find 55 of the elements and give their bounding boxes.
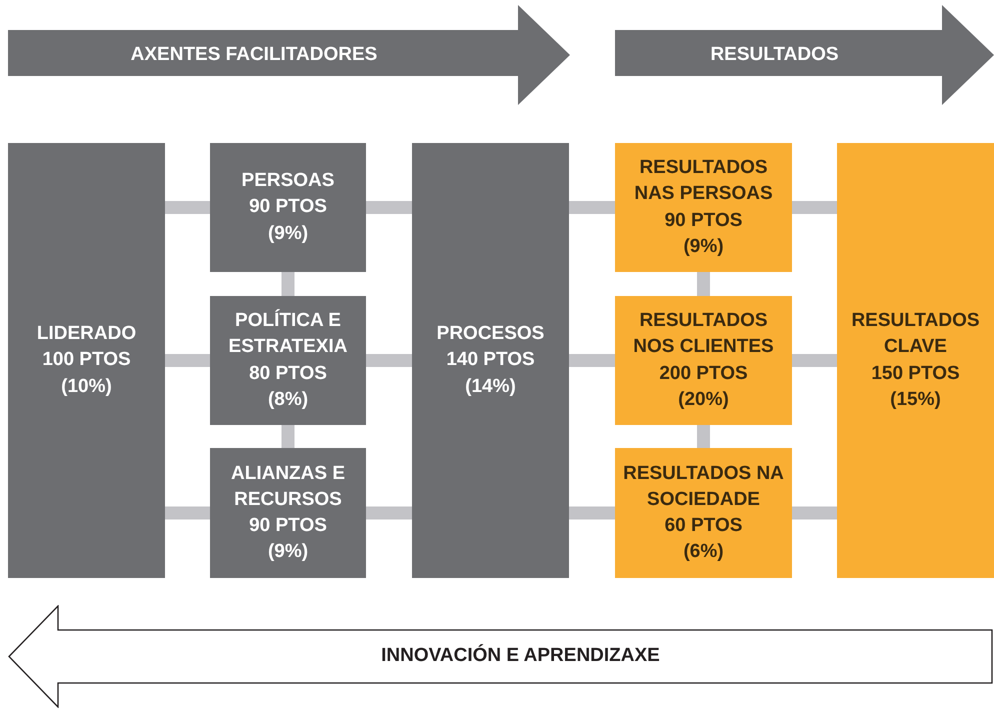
result-box: [615, 296, 792, 425]
connector-bar: [569, 506, 615, 520]
connector-bar: [366, 354, 412, 367]
points-value: 100 PTOS: [42, 348, 131, 372]
result-box: [837, 143, 994, 578]
result-box: [615, 448, 792, 578]
node-title: PROCESOS: [436, 322, 544, 346]
percent-value: (9%): [268, 540, 308, 564]
connector-bar: [366, 506, 412, 520]
node-title: ALIANZAS E RECURSOS: [230, 462, 346, 512]
connector-bar: [569, 201, 615, 214]
connector-bar: [165, 506, 210, 520]
connector-bar: [282, 272, 294, 296]
connector-bar: [792, 201, 837, 214]
connector-bar: [697, 272, 710, 296]
percent-value: (10%): [61, 374, 112, 399]
points-value: 90 PTOS: [249, 195, 327, 220]
node-title: RESULTADOS CLAVE: [850, 309, 981, 360]
percent-value: (20%): [678, 388, 729, 412]
arrow-label: RESULTADOS: [710, 42, 839, 67]
percent-value: (14%): [465, 374, 516, 399]
enabler-box: [8, 143, 165, 578]
points-value: 60 PTOS: [664, 514, 742, 538]
node-title: RESULTADOS NOS CLIENTES: [632, 309, 775, 360]
points-value: 80 PTOS: [249, 362, 327, 386]
enabler-box: [210, 448, 366, 578]
points-value: 90 PTOS: [664, 208, 742, 232]
points-value: 200 PTOS: [659, 362, 748, 386]
connector-bar: [366, 201, 412, 214]
node-title: POLÍTICA E ESTRATEXIA: [228, 308, 348, 360]
connector-bar: [569, 354, 615, 367]
enabler-box: [210, 143, 366, 272]
percent-value: (9%): [268, 222, 308, 246]
points-value: 150 PTOS: [871, 362, 960, 386]
connector-bar: [792, 506, 837, 520]
points-value: 90 PTOS: [249, 514, 327, 538]
connector-bar: [165, 201, 210, 214]
enabler-box: [210, 296, 366, 425]
node-title: RESULTADOS NAS PERSOAS: [633, 156, 774, 206]
arrow-label: INNOVACIÓN E APRENDIZAXE: [381, 643, 660, 668]
points-value: 140 PTOS: [446, 348, 535, 372]
percent-value: (9%): [683, 234, 724, 259]
arrow-label: AXENTES FACILITADORES: [130, 42, 378, 67]
node-title: PERSOAS: [242, 169, 334, 194]
percent-value: (6%): [683, 540, 724, 564]
percent-value: (8%): [268, 388, 308, 412]
connector-bar: [165, 354, 210, 367]
enabler-box: [412, 143, 569, 578]
result-box: [615, 143, 792, 272]
connector-bar: [282, 425, 294, 448]
connector-bar: [792, 354, 837, 367]
connector-bar: [697, 425, 710, 448]
node-title: LIDERADO: [36, 322, 136, 346]
node-title: RESULTADOS NA SOCIEDADE: [622, 462, 785, 512]
percent-value: (15%): [890, 388, 941, 412]
